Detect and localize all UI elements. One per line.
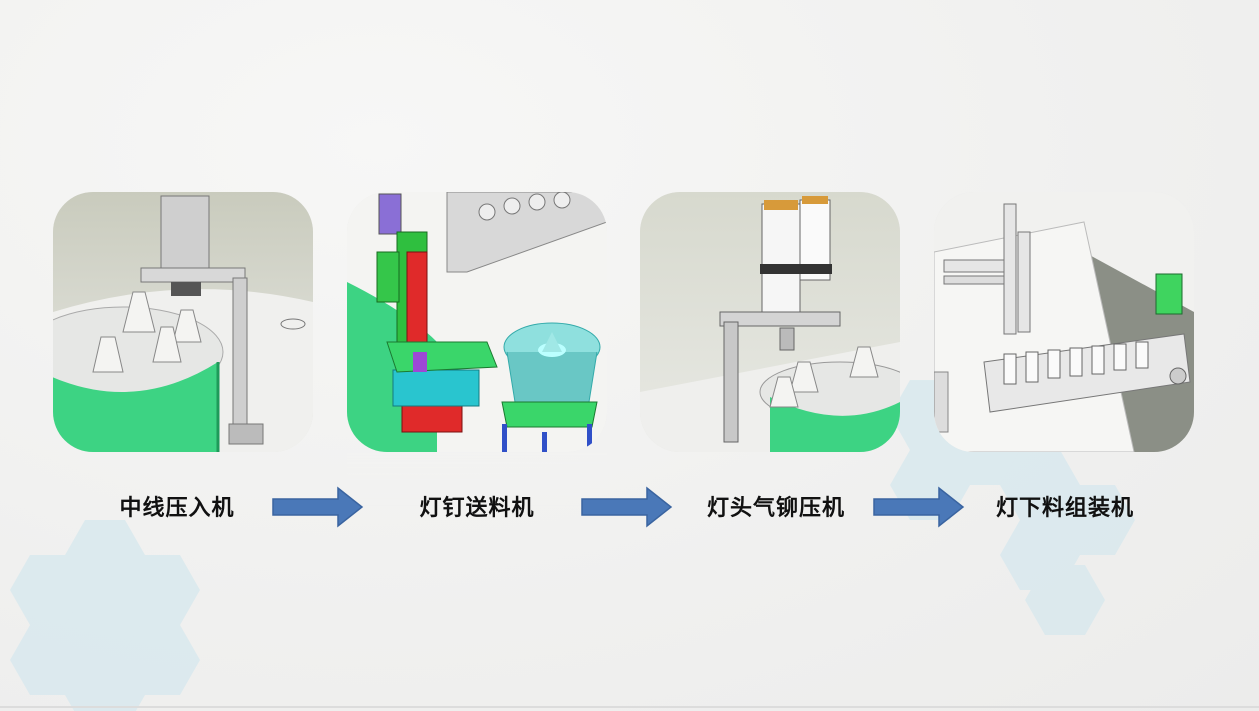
machine-image-1 [53, 192, 313, 452]
machine-image-3 [640, 192, 900, 452]
machine-image-2 [347, 192, 607, 452]
step-label-3: 灯头气铆压机 [706, 495, 846, 521]
machine-image-2-reflection [347, 452, 607, 512]
step-label-2: 灯钉送料机 [419, 495, 535, 521]
arrow-right-icon [272, 486, 364, 528]
arrow-right-icon [581, 486, 673, 528]
machine-image-4 [934, 192, 1194, 452]
slide-bottom-border [0, 706, 1259, 708]
arrow-right-icon [873, 486, 965, 528]
step-label-4: 灯下料组装机 [995, 495, 1135, 521]
step-label-1: 中线压入机 [119, 495, 235, 521]
